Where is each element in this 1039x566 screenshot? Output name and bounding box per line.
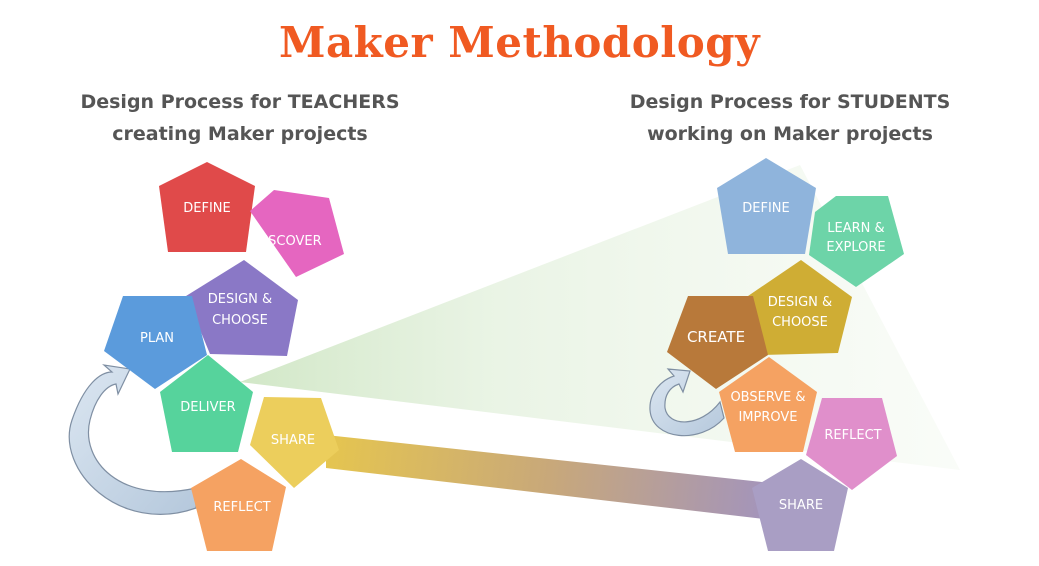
teacher-design-label-2: CHOOSE [212, 313, 268, 328]
student-step-share: SHARE [752, 459, 848, 551]
student-loop-arrow [649, 368, 725, 437]
teacher-step-reflect: REFLECT [191, 459, 286, 551]
students-heading-line2: working on Maker projects [647, 123, 933, 145]
teachers-heading-line2: creating Maker projects [112, 123, 368, 145]
teacher-step-define: DEFINE [159, 162, 255, 252]
teacher-plan-label: PLAN [140, 331, 174, 346]
student-create-label: CREATE [687, 328, 745, 346]
teachers-heading: Design Process for TEACHERS creating Mak… [40, 86, 440, 150]
student-step-design: DESIGN & CHOOSE [748, 260, 852, 355]
teacher-step-design: DESIGN & CHOOSE [186, 260, 298, 356]
student-step-create: CREATE [667, 296, 768, 389]
student-share-label: SHARE [779, 498, 823, 513]
teacher-step-discover: DISCOVER [250, 190, 344, 277]
student-learn-label-2: EXPLORE [826, 240, 885, 255]
student-define-label: DEFINE [742, 201, 789, 216]
student-observe-label-2: IMPROVE [738, 410, 797, 425]
student-learn-label-1: LEARN & [827, 221, 884, 236]
teacher-step-share: SHARE [250, 397, 339, 488]
teacher-reflect-label: REFLECT [213, 500, 270, 515]
student-reflect-label: REFLECT [824, 428, 881, 443]
teacher-discover-label: DISCOVER [254, 234, 321, 249]
student-step-define: DEFINE [717, 158, 816, 254]
teacher-define-label: DEFINE [183, 201, 230, 216]
student-step-observe: OBSERVE & IMPROVE [719, 357, 817, 452]
students-heading: Design Process for STUDENTS working on M… [590, 86, 990, 150]
students-heading-line1: Design Process for STUDENTS [629, 91, 951, 113]
student-observe-label-1: OBSERVE & [730, 390, 805, 405]
teacher-design-label-1: DESIGN & [208, 292, 272, 307]
page-title: Maker Methodology [278, 18, 761, 67]
student-design-label-1: DESIGN & [768, 295, 832, 310]
share-connector [326, 435, 790, 522]
student-step-learn: LEARN & EXPLORE [809, 196, 904, 287]
teacher-step-plan: PLAN [104, 296, 207, 389]
teacher-share-label: SHARE [271, 433, 315, 448]
teachers-heading-line1: Design Process for TEACHERS [80, 91, 400, 113]
student-step-reflect: REFLECT [806, 398, 897, 490]
student-design-label-2: CHOOSE [772, 315, 828, 330]
teacher-loop-arrow [68, 364, 197, 515]
teacher-deliver-label: DELIVER [180, 400, 235, 415]
teacher-step-deliver: DELIVER [160, 355, 253, 452]
